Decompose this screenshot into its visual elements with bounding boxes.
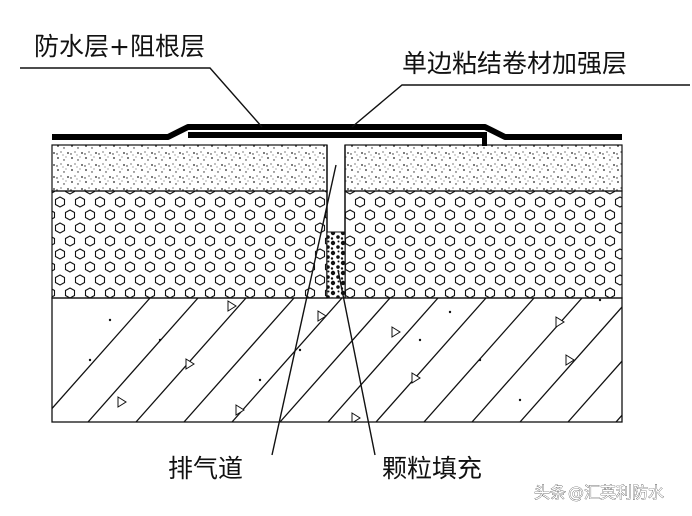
label-single-side-bonded-reinforcement: 单边粘结卷材加强层 xyxy=(402,49,627,78)
aggregate-mark xyxy=(411,372,421,384)
aggregate-dot xyxy=(298,348,302,352)
aggregate-dot xyxy=(598,298,602,302)
label-waterproof-root-barrier: 防水层+阻根层 xyxy=(34,32,205,61)
watermark-handle: @汇英利防水 xyxy=(568,483,664,502)
hatch-line xyxy=(327,298,439,422)
watermark-prefix: 头条 xyxy=(534,483,566,502)
hatch-line xyxy=(615,414,622,422)
watermark: 头条 @汇英利防水 xyxy=(534,483,665,503)
aggregate-dot xyxy=(448,310,452,314)
waterproof-root-barrier-layer xyxy=(52,124,622,140)
aggregate-mark xyxy=(117,396,127,408)
hatch-line xyxy=(519,306,622,422)
hatch-line xyxy=(135,298,247,422)
aggregate-mark xyxy=(235,404,245,416)
label-granular-fill: 颗粒填充 xyxy=(382,454,482,483)
hatch-line xyxy=(231,298,343,422)
aggregate-dot xyxy=(88,358,92,362)
aggregate-mark xyxy=(351,412,361,422)
aggregate-dot xyxy=(418,338,422,342)
hatch-line xyxy=(567,360,622,422)
reinforcement-strip xyxy=(188,132,487,146)
screed-layer xyxy=(51,144,623,192)
leader-lines xyxy=(20,67,690,456)
hatch-line xyxy=(664,298,692,422)
hatch-line xyxy=(471,298,583,422)
aggregate-dot xyxy=(108,318,112,322)
hatch-line xyxy=(52,298,151,410)
hatch-line xyxy=(375,298,487,422)
label-vent-channel: 排气道 xyxy=(168,454,243,483)
hatch-line xyxy=(87,298,199,422)
aggregate-mark xyxy=(391,326,401,338)
concrete-slab xyxy=(51,297,692,423)
aggregate-mark xyxy=(227,300,237,312)
aggregate-dot xyxy=(478,358,482,362)
aggregate-dot xyxy=(258,378,262,382)
aggregate-mark xyxy=(185,358,195,370)
aggregate-mark xyxy=(565,354,575,366)
aggregate-dot xyxy=(158,338,162,342)
hatch-line xyxy=(279,298,391,422)
insulation-layer xyxy=(51,190,623,299)
aggregate-dot xyxy=(518,398,522,402)
aggregate-mark xyxy=(555,316,565,328)
hatch-line xyxy=(183,298,295,422)
aggregate-mark xyxy=(317,310,327,322)
